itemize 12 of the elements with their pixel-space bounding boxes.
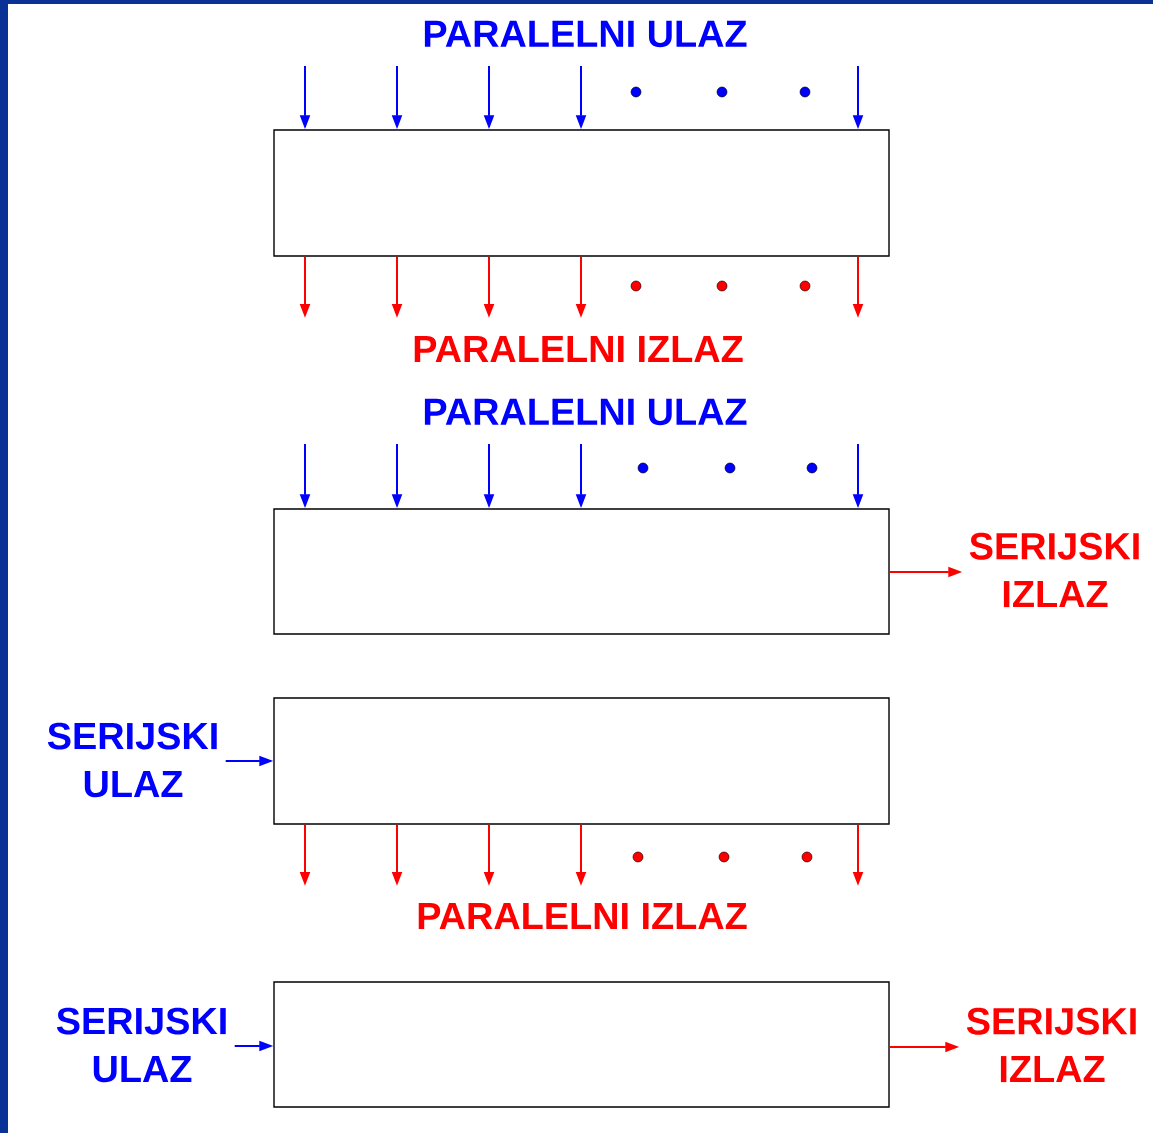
bus-label: PARALELNI ULAZ (424, 20, 747, 48)
signal-label: SERIJSKI IZLAZ (966, 1007, 1136, 1083)
register-box (273, 129, 890, 257)
signal-label: SERIJSKI ULAZ (47, 722, 217, 798)
signal-label: SERIJSKI ULAZ (56, 1007, 226, 1083)
signal-label: SERIJSKI IZLAZ (969, 532, 1139, 608)
bus-label: PARALELNI ULAZ (424, 398, 747, 426)
bus-label: PARALELNI IZLAZ (414, 335, 743, 362)
register-box (273, 981, 890, 1108)
register-box (273, 697, 890, 825)
register-box (273, 508, 890, 635)
bus-label: PARALELNI IZLAZ (418, 902, 747, 929)
